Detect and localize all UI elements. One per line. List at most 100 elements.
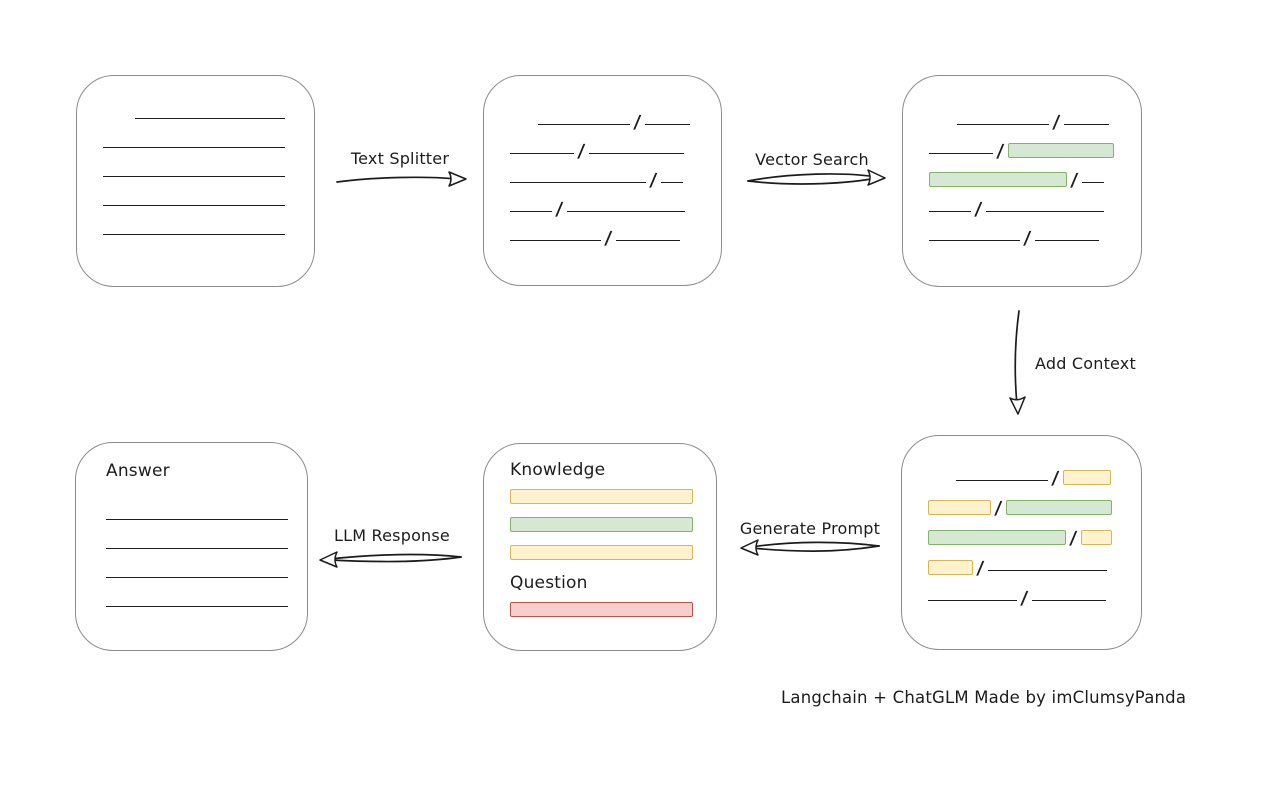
sketch-row: /: [928, 574, 1117, 609]
sketch-row: /: [928, 514, 1117, 549]
text-line-segment: [987, 570, 1107, 571]
slash-separator: /: [1068, 528, 1078, 549]
sketch-row: /: [928, 484, 1117, 519]
text-line-segment: [1081, 182, 1104, 183]
sketch-row: /: [929, 215, 1117, 249]
text-line-segment: [957, 124, 1049, 125]
slash-separator: /: [554, 199, 564, 220]
document-lines: [103, 93, 290, 238]
llm-response-arrowhead: [319, 551, 338, 568]
green-highlight-bar: [1007, 143, 1114, 158]
red-highlight-bar: [510, 602, 693, 617]
text-line-segment: [106, 577, 288, 578]
text-line-segment: [103, 205, 285, 206]
slash-separator: /: [1019, 588, 1029, 609]
sketch-row: [510, 545, 693, 560]
text-splitter-arrow: [336, 176, 458, 183]
sketch-row: /: [510, 215, 697, 249]
generate-prompt-label: Generate Prompt: [739, 519, 881, 538]
context-chunks-box: /////: [901, 435, 1142, 650]
yellow-highlight-bar: [1062, 470, 1111, 485]
text-line-segment: [660, 182, 683, 183]
text-line-segment: [588, 153, 684, 154]
slash-separator: /: [1069, 170, 1079, 191]
text-line-segment: [956, 480, 1048, 481]
sketch-row: [510, 517, 693, 532]
sketch-row: /: [929, 186, 1117, 220]
sketch-row: [510, 602, 693, 617]
sketch-row: /: [928, 544, 1117, 579]
yellow-highlight-bar: [510, 545, 693, 560]
sketch-row: [103, 93, 290, 122]
green-highlight-bar: [929, 172, 1067, 187]
text-line-segment: [644, 124, 690, 125]
text-line-segment: [510, 211, 552, 212]
text-line-segment: [929, 211, 971, 212]
text-line-segment: [106, 606, 288, 607]
answer-box: Answer: [75, 442, 308, 651]
sketch-row: /: [928, 454, 1117, 489]
slash-separator: /: [1051, 112, 1061, 133]
sketch-row: [103, 151, 290, 180]
text-line-segment: [103, 234, 285, 235]
text-line-segment: [615, 240, 680, 241]
yellow-highlight-bar: [1080, 530, 1112, 545]
question-heading: Question: [510, 573, 588, 593]
text-line-segment: [135, 118, 285, 119]
slash-separator: /: [603, 228, 613, 249]
llm-response-arrow-stroke2: [329, 556, 462, 563]
vector-search-arrowhead: [867, 169, 886, 186]
slash-separator: /: [1050, 468, 1060, 489]
knowledge-bars: [510, 489, 693, 560]
answer-lines: [106, 494, 288, 610]
vector-search-label: Vector Search: [755, 150, 869, 169]
context-chunk-lines: /////: [928, 454, 1117, 609]
sketch-row: [103, 209, 290, 238]
text-line-segment: [106, 519, 288, 520]
text-line-segment: [103, 147, 285, 148]
source-document-box: [76, 75, 315, 287]
text-line-segment: [510, 182, 646, 183]
question-bar: [510, 602, 693, 617]
vector-search-arrow-stroke2: [747, 177, 878, 185]
split-chunks-box: / / / / /: [483, 75, 722, 286]
sketch-row: /: [510, 99, 697, 133]
text-line-segment: [510, 240, 601, 241]
text-line-segment: [103, 176, 285, 177]
sketch-row: /: [929, 157, 1117, 191]
sketch-row: [510, 489, 693, 504]
slash-separator: /: [975, 558, 985, 579]
text-line-segment: [510, 153, 574, 154]
vector-search-arrow: [747, 173, 878, 182]
generate-prompt-arrow-stroke2: [750, 545, 880, 552]
diagram-caption: Langchain + ChatGLM Made by imClumsyPand…: [781, 688, 1187, 707]
slash-separator: /: [1022, 228, 1032, 249]
text-line-segment: [1034, 240, 1099, 241]
text-splitter-label: Text Splitter: [350, 149, 450, 168]
text-line-segment: [929, 153, 993, 154]
slash-separator: /: [576, 141, 586, 162]
slash-separator: /: [648, 170, 658, 191]
llm-response-label: LLM Response: [334, 526, 450, 545]
prompt-box: Knowledge Question: [483, 443, 717, 651]
add-context-arrow: [1014, 310, 1020, 406]
text-line-segment: [928, 600, 1017, 601]
vector-match-lines: /////: [929, 99, 1117, 249]
generate-prompt-arrowhead: [740, 539, 759, 556]
text-line-segment: [985, 211, 1104, 212]
sketch-row: /: [510, 186, 697, 220]
vector-matches-box: /////: [902, 75, 1142, 287]
text-line-segment: [1031, 600, 1106, 601]
text-splitter-arrowhead: [448, 171, 467, 187]
chunk-lines: / / / / /: [510, 99, 697, 249]
slash-separator: /: [632, 112, 642, 133]
text-line-segment: [1063, 124, 1109, 125]
slash-separator: /: [995, 141, 1005, 162]
sketch-row: [106, 581, 288, 610]
text-line-segment: [538, 124, 630, 125]
text-line-segment: [106, 548, 288, 549]
answer-heading: Answer: [106, 461, 170, 481]
knowledge-heading: Knowledge: [510, 460, 606, 480]
text-line-segment: [566, 211, 685, 212]
indent-gap: [929, 127, 957, 128]
